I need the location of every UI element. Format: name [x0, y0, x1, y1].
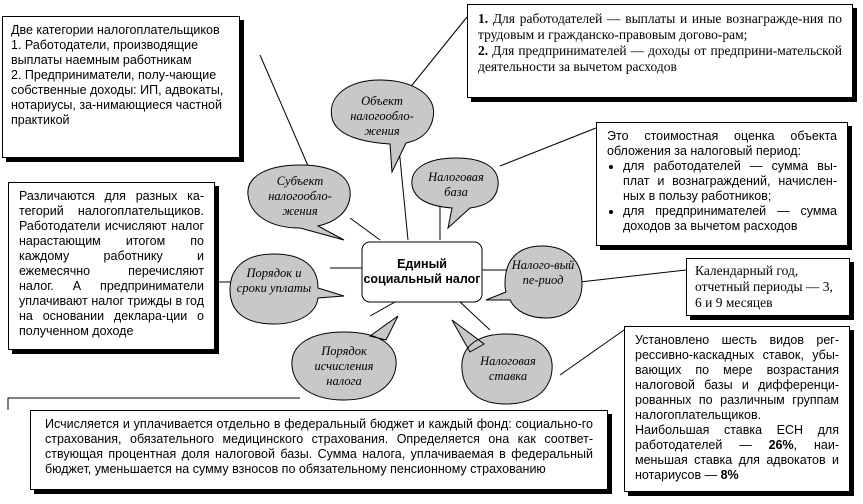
- tax-rate-text-1: Установлено шесть видов рег-рессивно-кас…: [635, 333, 839, 422]
- spoke-rate: [459, 301, 491, 331]
- connector-base-box: [499, 127, 597, 167]
- tax-base-list: для работодателей — сумма вы-плат и возн…: [607, 159, 837, 234]
- tax-base-item-entrepreneurs: для предпринимателей — сумма доходов за …: [623, 204, 837, 234]
- spoke-calc: [369, 301, 396, 317]
- bubble-calc: [291, 315, 399, 401]
- bubble-label-base: Налоговая база: [428, 170, 484, 199]
- bubble-rate: [451, 319, 553, 405]
- tax-rate-max: 26%: [768, 438, 794, 452]
- tax-period-box: Календарный год, отчетный периоды — 3, 6…: [686, 258, 850, 316]
- categories-item-2: 2. Предприниматели, полу-чающие собствен…: [11, 68, 224, 127]
- object-box: 1. Для работодателей — выплаты и иные во…: [467, 4, 853, 98]
- tax-base-box: Это стоимостная оценка объекта обложения…: [596, 122, 848, 246]
- object-item-1-num: 1.: [478, 11, 489, 26]
- object-item-1: 1. Для работодателей — выплаты и иные во…: [478, 11, 842, 43]
- object-item-2-num: 2.: [478, 43, 489, 58]
- bubble-period: [485, 245, 583, 319]
- object-item-2: 2. Для предпринимателей — доходы от пред…: [478, 43, 842, 75]
- connector-calc-box: [7, 397, 300, 410]
- bubble-label-terms: Порядок и сроки уплаты: [236, 266, 312, 295]
- object-item-1-text: Для работодателей — выплаты и иные возна…: [478, 11, 843, 42]
- tax-rate-text-2: Наибольшая ставка ЕСН для работодателей …: [635, 423, 839, 483]
- tax-rate-text-2b: , наи-меньшая ставка для адвокатов и нот…: [635, 438, 839, 482]
- tax-rate-text-2a: Наибольшая ставка ЕСН для работодателей …: [635, 423, 839, 452]
- bubble-label-rate: Налоговая ставка: [480, 354, 536, 383]
- bubble-label-object: Объект налогообло-жения: [350, 94, 414, 138]
- bubble-base: [411, 157, 499, 230]
- categories-heading: Две категории налогоплательщиков: [11, 23, 220, 37]
- categories-box: Две категории налогоплательщиков 1. Рабо…: [2, 16, 240, 158]
- bubble-object: [330, 79, 435, 174]
- tax-rate-min: 8%: [720, 468, 739, 482]
- bubble-subject: [247, 164, 351, 241]
- connector-period-box: [579, 269, 687, 283]
- bubble-label-period: Налого-вый пе-риод: [511, 258, 575, 287]
- tax-base-item-employers: для работодателей — сумма вы-плат и возн…: [623, 159, 837, 204]
- tax-base-intro: Это стоимостная оценка объекта обложения…: [607, 129, 837, 158]
- object-item-2-text: Для предпринимателей — доходы от предпри…: [478, 43, 842, 74]
- center-box: [361, 241, 483, 303]
- connector-rate-box: [559, 329, 625, 376]
- bubble-label-calc: Порядок исчисления налога: [314, 344, 374, 388]
- connector-categories-box: [259, 54, 313, 176]
- center-title: Единый социальный налог: [363, 257, 481, 286]
- tax-rate-box: Установлено шесть видов рег-рессивно-кас…: [624, 326, 850, 492]
- payment-terms-box: Различаются для разных ка-тегорий налого…: [8, 182, 215, 350]
- spoke-subject: [349, 217, 381, 241]
- categories-item-1: 1. Работодатели, производящие выплаты на…: [11, 38, 199, 67]
- calculation-box: Исчисляется и уплачивается отдельно в фе…: [30, 410, 608, 490]
- bubble-terms: [229, 253, 345, 325]
- bubble-label-subject: Субъект налогообло-жения: [268, 174, 332, 218]
